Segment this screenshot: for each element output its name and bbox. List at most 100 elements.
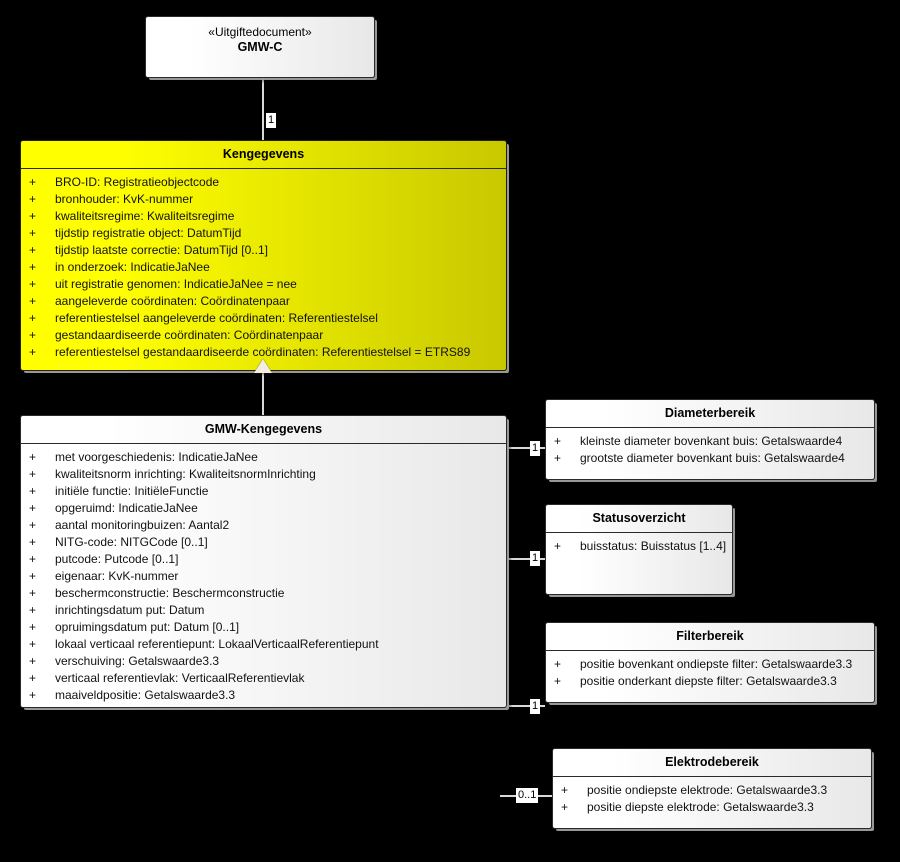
visibility-marker: +: [29, 345, 37, 359]
attribute-text: eigenaar: KvK-nummer: [55, 569, 179, 583]
connector-gmw-filterbereik: [505, 705, 545, 707]
attribute-text: bronhouder: KvK-nummer: [55, 192, 194, 206]
attribute-row: + verticaal referentievlak: VerticaalRefe…: [25, 670, 502, 687]
class-elektrodebereik-attributes: + positie ondiepste elektrode: Getalswaar…: [553, 777, 871, 822]
multiplicity-gmw-diameterbereik: 1: [530, 441, 541, 456]
attribute-text: opruimingsdatum put: Datum [0..1]: [55, 620, 240, 634]
visibility-marker: +: [29, 175, 37, 189]
attribute-text: aantal monitoringbuizen: Aantal2: [55, 518, 230, 532]
multiplicity-gmw-statusoverzicht: 1: [530, 551, 541, 566]
attribute-row: + eigenaar: KvK-nummer: [25, 568, 502, 585]
attribute-row: +positie onderkant diepste filter: Getal…: [550, 673, 870, 690]
attribute-row: + bronhouder: KvK-nummer: [25, 191, 502, 208]
attribute-text: positie ondiepste elektrode: Getalswaard…: [587, 783, 828, 797]
visibility-marker: +: [554, 451, 562, 465]
attribute-row: +beschermconstructie: Beschermconstructi…: [25, 585, 502, 602]
class-kengegevens-header: Kengegevens: [21, 141, 506, 169]
visibility-marker: +: [29, 518, 37, 532]
attribute-text: uit registratie genomen: IndicatieJaNee …: [55, 277, 297, 291]
attribute-text: buisstatus: Buisstatus [1..4]: [580, 539, 727, 553]
class-diameterbereik-attributes: +kleinste diameter bovenkant buis: Getal…: [546, 428, 874, 473]
attribute-row: +verschuiving: Getalswaarde3.3: [25, 653, 502, 670]
attribute-row: +BRO-ID: Registratieobjectcode: [25, 174, 502, 191]
attribute-row: +buisstatus: Buisstatus [1..4]: [550, 538, 728, 555]
visibility-marker: +: [29, 450, 37, 464]
class-kengegevens[interactable]: Kengegevens +BRO-ID: Registratieobjectco…: [20, 140, 507, 371]
generalization-arrow-icon: [254, 359, 272, 373]
attribute-text: referentiestelsel gestandaardiseerde coö…: [55, 345, 471, 359]
attribute-row: + referentiestelsel gestandaardiseerde co…: [25, 344, 502, 361]
attribute-text: putcode: Putcode [0..1]: [55, 552, 179, 566]
visibility-marker: +: [29, 260, 37, 274]
class-gmw-kengegevens-header: GMW-Kengegevens: [21, 416, 506, 444]
class-diameterbereik-name: Diameterbereik: [664, 406, 756, 420]
attribute-row: + positie ondiepste elektrode: Getalswaar…: [557, 782, 867, 799]
attribute-row: +kwaliteitsregime: Kwaliteitsregime: [25, 208, 502, 225]
visibility-marker: +: [554, 657, 562, 671]
visibility-marker: +: [561, 783, 569, 797]
class-filterbereik-header: Filterbereik: [546, 623, 874, 651]
attribute-row: +kleinste diameter bovenkant buis: Getal…: [550, 433, 870, 450]
attribute-row: + uit registratie genomen: IndicatieJaNee…: [25, 276, 502, 293]
class-filterbereik[interactable]: Filterbereik +positie bovenkant ondiepst…: [545, 622, 875, 703]
attribute-row: + tijdstip laatste correctie: DatumTijd […: [25, 242, 502, 259]
class-kengegevens-name: Kengegevens: [222, 147, 305, 161]
class-diameterbereik[interactable]: Diameterbereik +kleinste diameter bovenk…: [545, 399, 875, 480]
attribute-text: tijdstip registratie object: DatumTijd: [55, 226, 242, 240]
class-gmw-c-header: «Uitgiftedocument» GMW-C: [146, 17, 374, 61]
connector-gmwc-kengegevens: [262, 78, 264, 140]
class-elektrodebereik[interactable]: Elektrodebereik + positie ondiepste elekt…: [552, 748, 872, 829]
visibility-marker: +: [29, 243, 37, 257]
attribute-text: positie diepste elektrode: Getalswaarde3…: [587, 800, 814, 814]
attribute-text: grootste diameter bovenkant buis: Getals…: [580, 451, 845, 465]
attribute-text: initiële functie: InitiëleFunctie: [55, 484, 209, 498]
attribute-row: +positie bovenkant ondiepste filter: Get…: [550, 656, 870, 673]
visibility-marker: +: [29, 192, 37, 206]
attribute-row: +initiële functie: InitiëleFunctie: [25, 483, 502, 500]
visibility-marker: +: [29, 226, 37, 240]
class-statusoverzicht[interactable]: Statusoverzicht +buisstatus: Buisstatus …: [545, 504, 733, 595]
attribute-row: +lokaal verticaal referentiepunt: Lokaal…: [25, 636, 502, 653]
class-diameterbereik-header: Diameterbereik: [546, 400, 874, 428]
class-filterbereik-attributes: +positie bovenkant ondiepste filter: Get…: [546, 651, 874, 696]
attribute-text: verticaal referentievlak: VerticaalRefer…: [55, 671, 305, 685]
visibility-marker: +: [29, 277, 37, 291]
class-statusoverzicht-header: Statusoverzicht: [546, 505, 732, 533]
attribute-row: +opruimingsdatum put: Datum [0..1]: [25, 619, 502, 636]
attribute-text: NITG-code: NITGCode [0..1]: [55, 535, 208, 549]
attribute-row: + met voorgeschiedenis: IndicatieJaNee: [25, 449, 502, 466]
attribute-text: opgeruimd: IndicatieJaNee: [55, 501, 198, 515]
visibility-marker: +: [29, 603, 37, 617]
class-elektrodebereik-name: Elektrodebereik: [665, 755, 759, 769]
class-elektrodebereik-header: Elektrodebereik: [553, 749, 871, 777]
visibility-marker: +: [29, 328, 37, 342]
attribute-row: + maaiveldpositie: Getalswaarde3.3: [25, 687, 502, 704]
attribute-row: + aantal monitoringbuizen: Aantal2: [25, 517, 502, 534]
attribute-text: beschermconstructie: Beschermconstructie: [55, 586, 285, 600]
attribute-text: referentiestelsel aangeleverde coördinat…: [55, 311, 378, 325]
attribute-row: +positie diepste elektrode: Getalswaarde…: [557, 799, 867, 816]
visibility-marker: +: [29, 671, 37, 685]
attribute-row: +aangeleverde coördinaten: Coördinatenpa…: [25, 293, 502, 310]
attribute-text: in onderzoek: IndicatieJaNee: [55, 260, 210, 274]
class-gmw-kengegevens[interactable]: GMW-Kengegevens + met voorgeschiedenis: I…: [20, 415, 507, 708]
multiplicity-gmw-filterbereik: 1: [530, 699, 541, 714]
visibility-marker: +: [29, 637, 37, 651]
visibility-marker: +: [554, 434, 562, 448]
class-gmw-c-name: GMW-C: [237, 40, 283, 54]
visibility-marker: +: [29, 552, 37, 566]
attribute-text: maaiveldpositie: Getalswaarde3.3: [55, 688, 236, 702]
attribute-text: met voorgeschiedenis: IndicatieJaNee: [55, 450, 258, 464]
attribute-text: tijdstip laatste correctie: DatumTijd [0…: [55, 243, 268, 257]
visibility-marker: +: [29, 688, 37, 702]
visibility-marker: +: [554, 674, 562, 688]
class-gmw-c[interactable]: «Uitgiftedocument» GMW-C: [145, 16, 375, 78]
attribute-row: +kwaliteitsnorm inrichting: Kwaliteitsno…: [25, 466, 502, 483]
visibility-marker: +: [29, 569, 37, 583]
visibility-marker: +: [29, 535, 37, 549]
class-gmw-kengegevens-attributes: + met voorgeschiedenis: IndicatieJaNee +k…: [21, 444, 506, 710]
visibility-marker: +: [29, 294, 37, 308]
class-filterbereik-name: Filterbereik: [676, 629, 744, 643]
attribute-row: + NITG-code: NITGCode [0..1]: [25, 534, 502, 551]
